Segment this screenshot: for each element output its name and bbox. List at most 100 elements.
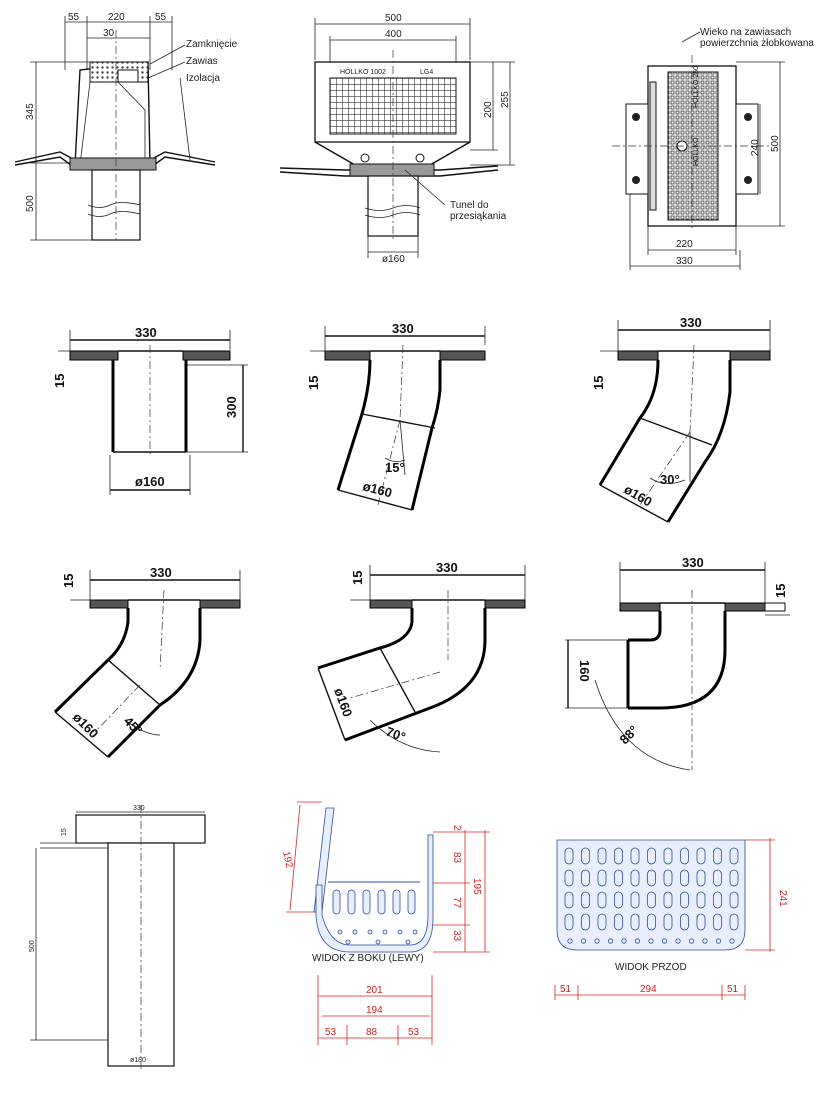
- fv-hole: [621, 938, 627, 944]
- fv-dim-51b: 51: [727, 984, 739, 995]
- side-section-drawing: 55 220 55 30 345 500 Zamknięcie Zawias I…: [14, 12, 238, 241]
- fv-slot: [581, 847, 590, 865]
- v2-dim-d160: ø160: [361, 478, 394, 500]
- fv-slot: [696, 847, 706, 865]
- v3-angle: 30°: [660, 472, 680, 487]
- fv-hole: [634, 938, 641, 944]
- fv-hole: [594, 938, 600, 944]
- grate-text-left: HÖLLKO 1002: [340, 68, 386, 76]
- fv-slot: [630, 891, 640, 909]
- fv-hole: [580, 938, 587, 944]
- dim-240: 240: [750, 139, 761, 156]
- fv-hole: [675, 938, 681, 944]
- fv-slot: [614, 847, 623, 865]
- variant-15deg: 330 15 15° ø160: [306, 321, 486, 511]
- fv-slot: [729, 913, 739, 931]
- dim-30: 30: [103, 28, 115, 39]
- v5-dim-330: 330: [436, 560, 458, 575]
- fv-slot: [663, 847, 673, 865]
- fv-slot: [564, 913, 574, 931]
- sv-dim-88: 88: [366, 1027, 378, 1038]
- sv-caption: WIDOK Z BOKU (LEWY): [312, 953, 424, 964]
- fv-slot: [597, 891, 607, 909]
- fv-hole: [648, 938, 654, 944]
- fv-slot: [713, 847, 722, 865]
- variant-straight: 330 15 300 ø160: [52, 325, 248, 495]
- fv-slot: [663, 869, 673, 887]
- sv-dim-53b: 53: [408, 1027, 420, 1038]
- v4-angle: 45°: [121, 714, 146, 739]
- sv-dim-2: 2: [451, 825, 462, 831]
- label-tunel-2: przesiąkania: [450, 211, 507, 222]
- dim-345: 345: [25, 103, 36, 120]
- sv-dim-195: 195: [471, 878, 482, 895]
- v6-dim-330: 330: [682, 555, 704, 570]
- sv-dim-77: 77: [451, 897, 462, 909]
- fv-slot: [564, 891, 574, 909]
- dim-330-top: 330: [676, 256, 693, 267]
- lp-dim-500: 500: [29, 940, 36, 952]
- fv-slot: [647, 847, 656, 865]
- fv-slot-grid: [564, 847, 739, 931]
- fv-slot: [663, 913, 673, 931]
- dim-500-top: 500: [385, 13, 402, 24]
- fv-hole: [715, 938, 722, 944]
- fv-hole-row: [567, 938, 735, 944]
- variant-30deg: 330 15 30° ø160: [591, 315, 771, 523]
- fv-hole: [702, 938, 708, 944]
- fv-slot: [696, 913, 706, 931]
- top-view-drawing: Wieko na zawiasach powierzchnia żłobkowa…: [612, 27, 814, 270]
- dim-55-left: 55: [68, 12, 80, 23]
- dim-500-side: 500: [770, 135, 781, 152]
- fv-slot: [729, 847, 739, 865]
- fv-hole: [567, 938, 573, 944]
- label-izolacja: Izolacja: [186, 73, 220, 84]
- fv-slot: [581, 869, 590, 887]
- v3-dim-330: 330: [680, 315, 702, 330]
- fv-slot: [729, 869, 739, 887]
- fv-slot: [729, 891, 739, 909]
- v1-dim-300: 300: [224, 396, 239, 418]
- v1-dim-d160: ø160: [135, 474, 165, 489]
- fv-dim-51a: 51: [560, 984, 572, 995]
- v4-dim-d160: ø160: [70, 710, 102, 742]
- grate-text-right: LG4: [420, 69, 433, 76]
- v3-dim-15: 15: [591, 376, 606, 390]
- sv-slots: [332, 889, 416, 915]
- fv-slot: [630, 869, 640, 887]
- v6-dim-160: 160: [577, 660, 592, 682]
- fv-hole: [688, 938, 695, 944]
- vertical-text-1: HÖLLKO: [692, 137, 700, 166]
- fv-slot: [713, 913, 722, 931]
- v2-dim-15: 15: [306, 376, 321, 390]
- variant-70deg: 330 15 70° ø160: [317, 560, 526, 753]
- fv-dim-241: 241: [777, 890, 788, 907]
- v4-dim-330: 330: [150, 565, 172, 580]
- v5-dim-15: 15: [350, 571, 365, 585]
- v1-dim-330: 330: [135, 325, 157, 340]
- sv-dim-192: 192: [280, 850, 294, 869]
- v6-dim-15: 15: [773, 584, 788, 598]
- fv-slot: [680, 913, 689, 931]
- v1-dim-15: 15: [52, 374, 67, 388]
- dim-400: 400: [385, 29, 402, 40]
- fv-slot: [597, 913, 607, 931]
- dim-d160: ø160: [382, 254, 405, 265]
- label-zawias: Zawias: [186, 56, 218, 67]
- dim-255: 255: [500, 91, 511, 108]
- sv-dim-83: 83: [451, 852, 462, 864]
- sv-dim-194: 194: [366, 1005, 383, 1016]
- fv-slot: [614, 869, 623, 887]
- label-wieko-2: powierzchnia żłobkowana: [700, 38, 814, 49]
- fv-slot: [647, 891, 656, 909]
- fv-slot: [564, 869, 574, 887]
- fv-slot: [581, 891, 590, 909]
- fv-slot: [597, 847, 607, 865]
- sv-dim-53a: 53: [325, 1027, 337, 1038]
- fv-slot: [614, 891, 623, 909]
- fv-slot: [630, 847, 640, 865]
- fv-slot: [581, 913, 590, 931]
- dim-220: 220: [108, 12, 125, 23]
- side-view-left-drawing: 192 2 83 195: [280, 801, 490, 1045]
